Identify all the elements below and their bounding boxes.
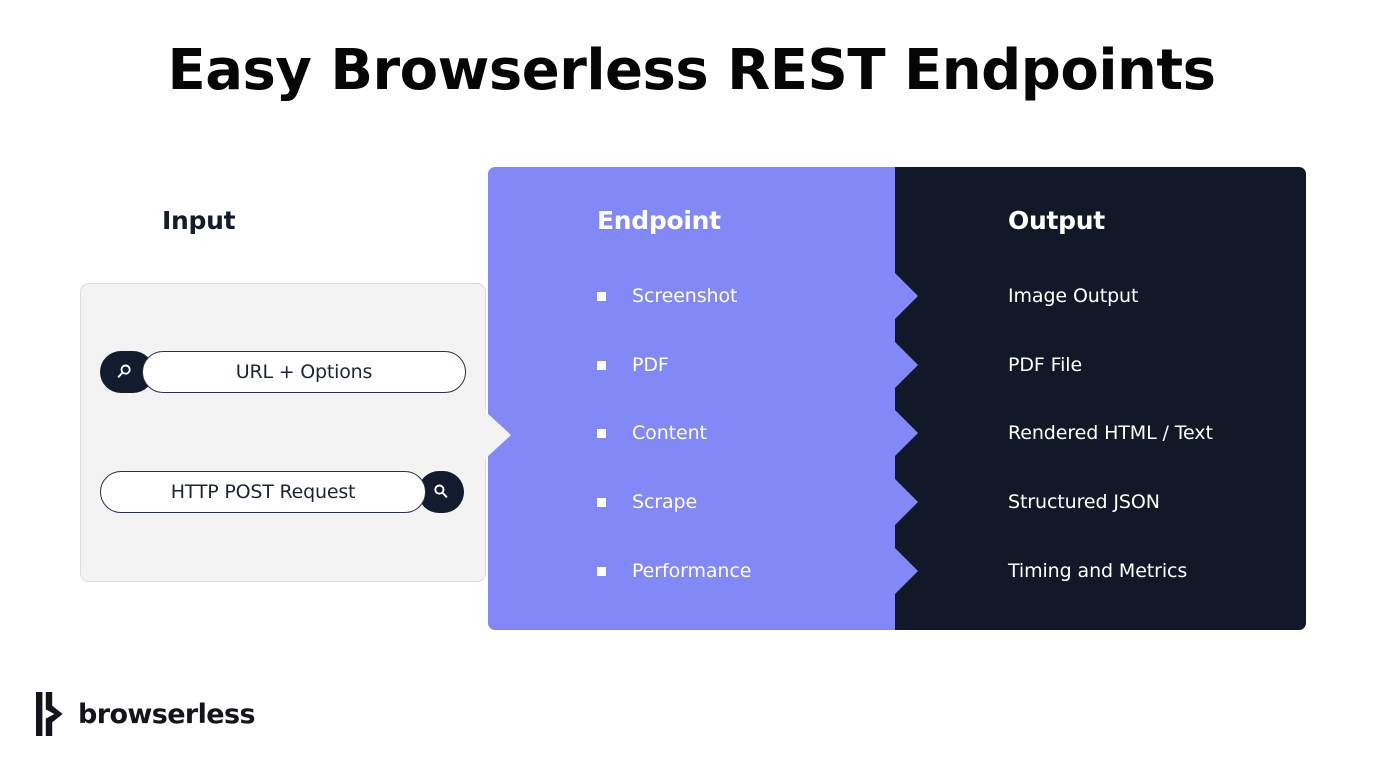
- endpoint-item-scrape[interactable]: Scrape: [597, 489, 697, 515]
- endpoint-item-screenshot[interactable]: Screenshot: [597, 283, 737, 309]
- output-panel: [866, 167, 1306, 630]
- bullet-icon: [597, 360, 606, 370]
- endpoint-column-heading: Endpoint: [597, 206, 721, 235]
- brand-logo: browserless: [36, 692, 256, 736]
- endpoint-item-label: Screenshot: [632, 285, 738, 307]
- output-item-image-output: Image Output: [1008, 285, 1139, 307]
- search-icon: [114, 362, 134, 382]
- endpoint-item-content[interactable]: Content: [597, 420, 707, 446]
- output-item-rendered-html-text: Rendered HTML / Text: [1008, 422, 1213, 444]
- brand-wordmark: browserless: [78, 698, 256, 730]
- output-column-heading: Output: [1008, 206, 1105, 235]
- url-options-label: URL + Options: [142, 351, 466, 393]
- http-post-request-label: HTTP POST Request: [100, 471, 426, 513]
- endpoint-item-label: Content: [632, 422, 707, 444]
- output-item-structured-json: Structured JSON: [1008, 491, 1160, 513]
- browserless-b-logo-icon: [36, 692, 64, 736]
- page-title: Easy Browserless REST Endpoints: [167, 38, 1216, 103]
- endpoint-panel: [488, 167, 895, 630]
- url-options-field[interactable]: URL + Options: [100, 351, 466, 393]
- endpoint-item-pdf[interactable]: PDF: [597, 352, 669, 378]
- bullet-icon: [597, 566, 606, 576]
- http-post-request-field[interactable]: HTTP POST Request: [100, 471, 464, 513]
- endpoint-item-performance[interactable]: Performance: [597, 558, 751, 584]
- endpoint-item-label: PDF: [632, 354, 669, 376]
- bullet-icon: [597, 428, 606, 438]
- output-item-pdf-file: PDF File: [1008, 354, 1083, 376]
- endpoint-item-label: Performance: [632, 560, 752, 582]
- search-icon: [431, 482, 451, 502]
- endpoint-item-label: Scrape: [632, 491, 698, 513]
- bullet-icon: [597, 291, 606, 301]
- bullet-icon: [597, 497, 606, 507]
- output-item-timing-and-metrics: Timing and Metrics: [1008, 560, 1188, 582]
- input-column-heading: Input: [162, 206, 236, 235]
- input-card: [80, 283, 486, 582]
